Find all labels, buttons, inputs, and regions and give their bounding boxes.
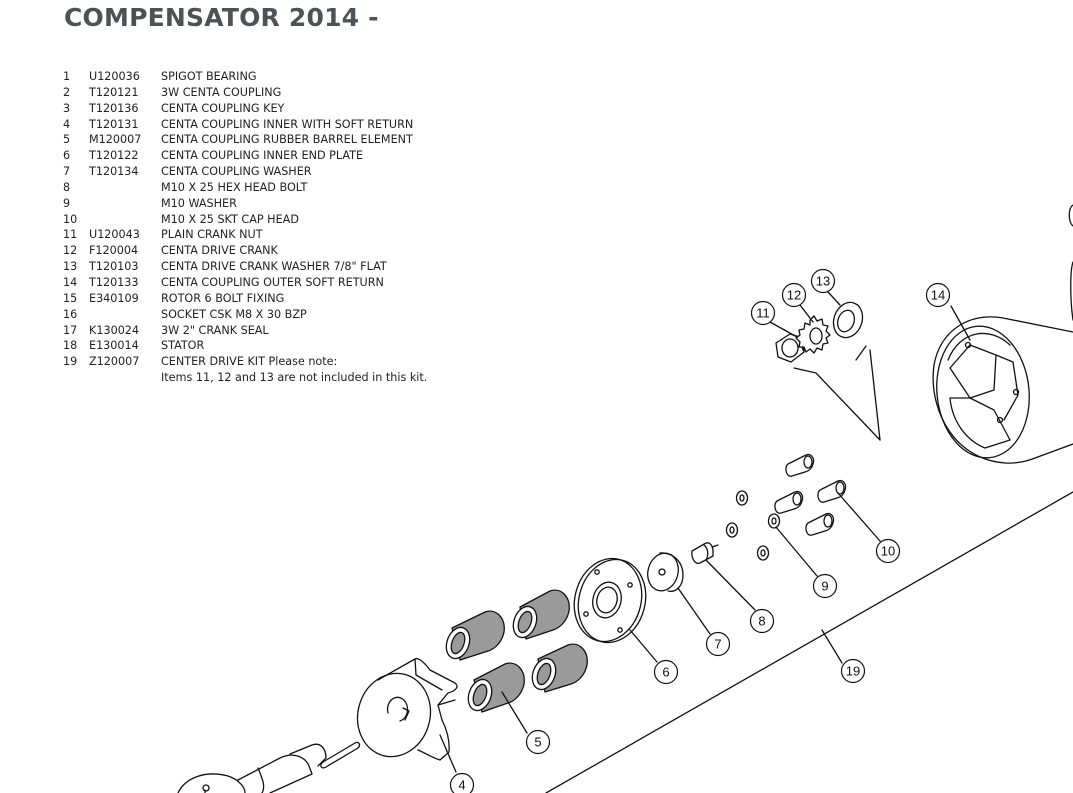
part-number: 19 [63,355,78,369]
callout-label: 19 [846,664,860,679]
leader-lines [439,291,971,773]
part-number: 14 [63,275,78,289]
part-description: SOCKET CSK M8 X 30 BZP [161,307,307,321]
callout-11: 11 [750,300,776,326]
part-description: CENTA COUPLING INNER WITH SOFT RETURN [161,117,414,131]
callout-12: 12 [781,282,807,308]
part-number: 6 [63,149,71,163]
m10-washers [725,490,781,561]
part-description: CENTA COUPLING KEY [161,101,285,115]
part-description: PLAIN CRANK NUT [161,228,263,242]
callout-label: 8 [758,614,765,629]
part-code: T120131 [89,117,139,131]
crank-washer [832,301,864,339]
part-description: CENTA DRIVE CRANK WASHER 7/8" FLAT [161,260,387,274]
callout-label: 6 [662,665,669,680]
callout-label: 9 [821,579,828,594]
spigot-shaft [177,743,327,793]
inner-end-plate [573,557,647,644]
part-code: F120004 [89,244,139,258]
part-code: Z120007 [89,355,140,369]
callout-10: 10 [875,538,901,564]
part-number: 15 [63,291,78,305]
part-code: E130014 [89,339,139,353]
part-description: ROTOR 6 BOLT FIXING [161,291,285,305]
part-number: 7 [63,165,71,179]
socket-cap-bolts [774,453,847,536]
part-number: 16 [63,307,78,321]
part-description: Items 11, 12 and 13 are not included in … [161,371,428,385]
part-description: CENTA COUPLING WASHER [161,165,312,179]
callout-14: 14 [925,282,951,308]
part-description: M10 WASHER [161,196,237,210]
callout-9: 9 [812,573,838,599]
part-description: 3W CENTA COUPLING [161,85,282,99]
crank-star [795,315,831,354]
callout-label: 11 [756,306,770,321]
coupling-inner [356,657,458,761]
note-bracket [793,345,881,441]
part-number: 3 [63,101,71,115]
callout-label: 5 [534,735,541,750]
page-title: COMPENSATOR 2014 - [64,3,379,32]
coupling-key [320,741,361,769]
callout-label: 7 [714,637,721,652]
part-number: 5 [63,133,71,147]
coupling-washer [647,552,684,592]
callout-6: 6 [653,659,679,685]
part-number: 13 [63,260,78,274]
callout-label: 10 [881,544,895,559]
part-code: T120121 [89,85,139,99]
part-description: CENTA COUPLING RUBBER BARREL ELEMENT [161,133,413,147]
callout-label: 12 [787,288,801,303]
part-description: M10 X 25 HEX HEAD BOLT [161,180,308,194]
part-code: E340109 [89,291,139,305]
part-description: CENTA DRIVE CRANK [161,244,278,258]
part-description: CENTA COUPLING INNER END PLATE [161,149,364,163]
part-code: T120134 [89,165,139,179]
callout-4: 4 [449,772,475,793]
part-description: SPIGOT BEARING [161,70,257,83]
callout-5: 5 [525,729,551,755]
part-description: CENTER DRIVE KIT Please note: [161,355,338,369]
part-code: T120133 [89,275,139,289]
part-description: CENTA COUPLING OUTER SOFT RETURN [161,275,384,289]
part-code: T120136 [89,101,139,115]
part-description: 3W 2" CRANK SEAL [161,323,269,337]
rubber-barrels [445,589,588,713]
part-number: 11 [63,228,78,242]
part-number: 12 [63,244,78,258]
callout-7: 7 [705,631,731,657]
kit-bracket-line [545,491,1073,793]
callout-8: 8 [749,608,775,634]
part-number: 1 [63,70,71,83]
part-code: T120103 [89,260,139,274]
callouts: 4 5 6 7 8 9 10 11 12 13 14 19 [449,268,951,793]
part-code: U120036 [89,70,140,83]
part-number: 17 [63,323,78,337]
callout-label: 4 [458,778,465,793]
callout-19: 19 [840,658,866,684]
part-code: U120043 [89,228,140,242]
part-code: M120007 [89,133,142,147]
part-number: 2 [63,85,71,99]
part-number: 4 [63,117,71,131]
part-code: T120122 [89,149,139,163]
hex-head-bolt [691,542,719,564]
part-description: STATOR [161,339,205,353]
part-number: 10 [63,212,78,226]
part-number: 18 [63,339,78,353]
part-description: M10 X 25 SKT CAP HEAD [161,212,299,226]
callout-13: 13 [810,268,836,294]
part-number: 8 [63,180,71,194]
callout-label: 14 [931,288,945,303]
coupling-outer [932,204,1073,464]
part-code: K130024 [89,323,140,337]
part-number: 9 [63,196,71,210]
callout-label: 13 [816,274,830,289]
